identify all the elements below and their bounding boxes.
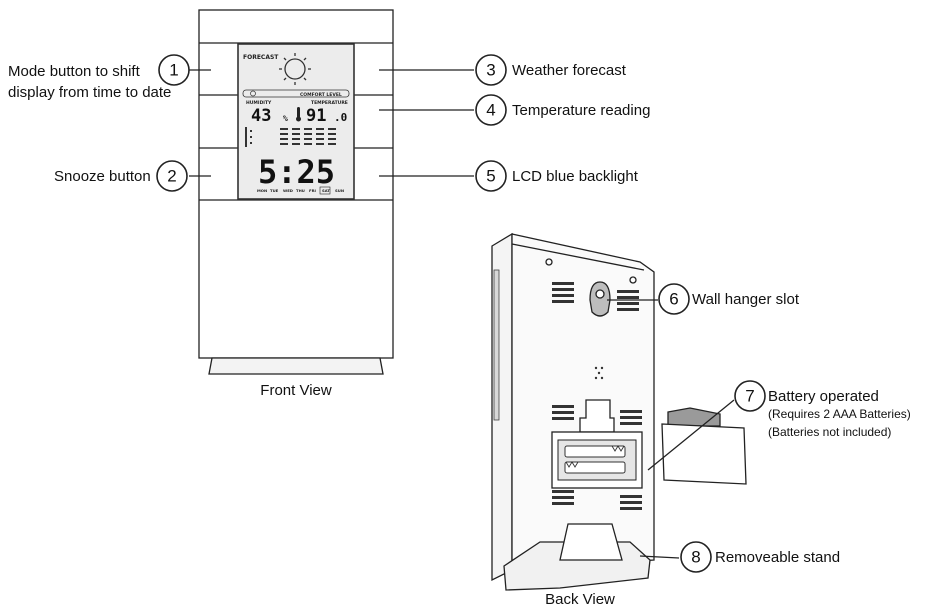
- callout-snooze-button: 2 Snooze button: [54, 160, 188, 192]
- battery-spring: [565, 445, 625, 468]
- callout-label: display from time to date: [8, 84, 171, 101]
- callout-number-circle: [158, 54, 190, 86]
- lcd-screen: [237, 43, 355, 200]
- lcd-day-label: SAT: [322, 188, 330, 193]
- callout-number: 2: [167, 167, 176, 186]
- screw-hole: [629, 276, 637, 284]
- lcd-humidity-label: HUMIDITY: [246, 100, 272, 106]
- lcd-day-label: SUN: [335, 188, 344, 193]
- lcd-temperature-value: 91: [306, 106, 326, 126]
- callout-label: Mode button to shift: [8, 63, 141, 80]
- callout-number-circle: [680, 541, 712, 573]
- callout-wall-hanger: 6 Wall hanger slot: [658, 283, 800, 315]
- sensor-dots: [594, 366, 604, 380]
- callout-number-circle: [734, 380, 766, 412]
- callout-label: Temperature reading: [512, 102, 650, 119]
- callout-label: Snooze button: [54, 168, 151, 185]
- callout-number: 6: [669, 290, 678, 309]
- vent-grille: [552, 282, 642, 510]
- lcd-day-label: THU: [296, 188, 305, 193]
- callout-number: 5: [486, 167, 495, 186]
- callout-weather-forecast: 3 Weather forecast: [475, 54, 627, 86]
- callout-lines: [189, 69, 735, 559]
- callout-number-circle: [156, 160, 188, 192]
- lcd-bar-graph: [245, 127, 336, 147]
- lcd-day-labels: MON TUE WED THU FRI SAT SUN: [257, 186, 344, 195]
- thermometer-icon: [296, 107, 301, 122]
- callout-sublabel: (Requires 2 AAA Batteries): [768, 407, 911, 421]
- wall-hanger-slot-icon: [589, 281, 611, 317]
- lcd-humidity-value: 43: [251, 106, 271, 126]
- lcd-day-label: TUE: [270, 188, 279, 193]
- callout-number: 4: [486, 101, 495, 120]
- battery-cover: [661, 407, 747, 485]
- lcd-day-label: MON: [257, 188, 267, 193]
- callout-label: Wall hanger slot: [692, 291, 800, 308]
- lcd-temperature-label: TEMPERATURE: [311, 100, 348, 106]
- front-view: [198, 9, 394, 375]
- callout-temperature-reading: 4 Temperature reading: [475, 94, 650, 126]
- front-view-caption: Front View: [260, 382, 332, 399]
- callout-number: 7: [745, 387, 754, 406]
- lcd-day-label: WED: [283, 188, 293, 193]
- back-view-caption: Back View: [545, 591, 615, 608]
- callout-label: Weather forecast: [512, 62, 627, 79]
- lcd-contents: FORECAST COMFORT LEVEL HUMIDITY TEMPERAT…: [242, 53, 350, 195]
- callout-number: 8: [691, 548, 700, 567]
- back-device-body: [511, 233, 655, 571]
- callout-label: Battery operated: [768, 388, 879, 405]
- lcd-forecast-label: FORECAST: [243, 54, 279, 61]
- callout-number: 1: [169, 61, 178, 80]
- lcd-time-value: 5:25: [258, 153, 335, 191]
- lcd-comfort-label: COMFORT LEVEL: [300, 92, 342, 98]
- callout-label: Removeable stand: [715, 549, 840, 566]
- lcd-day-label: FRI: [309, 188, 317, 193]
- callout-battery-operated: 7 Battery operated (Requires 2 AAA Batte…: [734, 380, 911, 439]
- callout-removeable-stand: 8 Removeable stand: [680, 541, 840, 573]
- callout-lcd-backlight: 5 LCD blue backlight: [475, 160, 639, 192]
- sun-icon: [279, 53, 311, 85]
- callout-number-circle: [475, 160, 507, 192]
- comfort-bar: [242, 89, 350, 98]
- battery-compartment: [551, 399, 643, 489]
- lcd-temperature-decimal: .0: [334, 111, 347, 124]
- callout-label: LCD blue backlight: [512, 168, 639, 185]
- screw-hole: [545, 258, 553, 266]
- back-stand-tab: [559, 523, 623, 561]
- comfort-face-icon: [250, 90, 256, 97]
- back-side-slot: [493, 269, 500, 421]
- callout-number-circle: [475, 94, 507, 126]
- front-stand: [208, 357, 384, 375]
- callout-sublabel: (Batteries not included): [768, 425, 891, 439]
- callout-number: 3: [486, 61, 495, 80]
- callout-number-circle: [658, 283, 690, 315]
- lcd-humidity-unit: %: [283, 114, 288, 123]
- callout-mode-button: 1 Mode button to shift display from time…: [8, 54, 190, 101]
- lcd-day-highlight: [319, 186, 331, 195]
- battery-icon: [564, 445, 626, 474]
- back-top-edge: [511, 243, 645, 271]
- callout-number-circle: [475, 54, 507, 86]
